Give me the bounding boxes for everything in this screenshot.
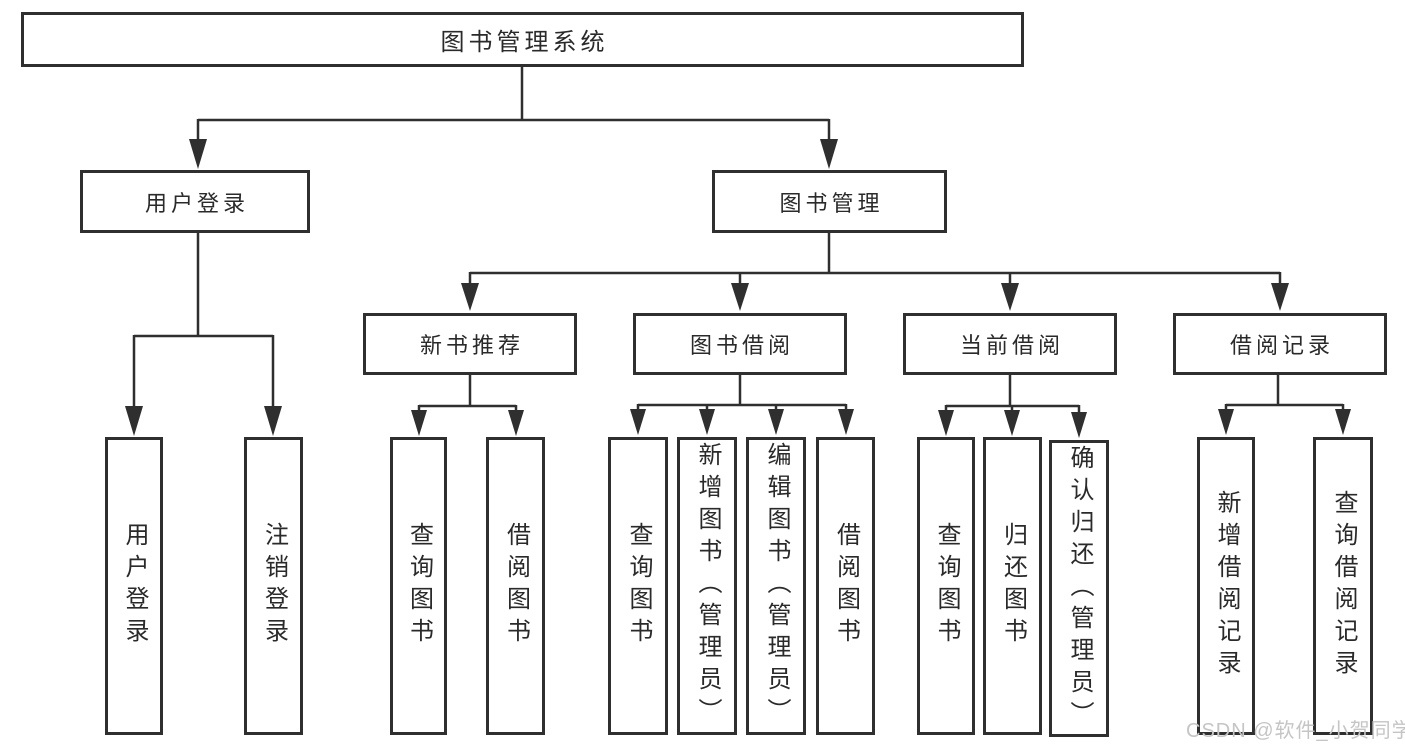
node-label: 图书管理 (779, 190, 884, 216)
leaf-label: 用户登录 (121, 522, 148, 650)
node-book-management: 图书管理 (712, 170, 947, 233)
leaf-label: 查询借阅记录 (1330, 490, 1357, 682)
leaf-borrow-books-recommend: 借阅图书 (486, 437, 545, 735)
leaf-label: 确认归还（管理员） (1066, 444, 1093, 733)
leaf-confirm-return-admin: 确认归还（管理员） (1049, 440, 1109, 737)
node-label: 图书管理系统 (440, 29, 609, 56)
leaf-user-login: 用户登录 (105, 437, 163, 735)
leaf-query-books-borrow: 查询图书 (608, 437, 668, 735)
leaf-query-borrow-record: 查询借阅记录 (1313, 437, 1373, 735)
node-label: 借阅记录 (1229, 333, 1334, 358)
leaf-label: 查询图书 (933, 522, 960, 650)
leaf-label: 借阅图书 (502, 522, 530, 650)
leaf-label: 查询图书 (625, 522, 652, 650)
node-current-borrowing: 当前借阅 (903, 313, 1117, 375)
leaf-edit-books-admin: 编辑图书（管理员） (746, 437, 806, 735)
node-label: 当前借阅 (959, 333, 1064, 358)
leaf-borrow-books: 借阅图书 (816, 437, 875, 735)
leaf-label: 新增图书（管理员） (694, 442, 721, 730)
node-borrowing-records: 借阅记录 (1173, 313, 1387, 375)
node-book-borrowing: 图书借阅 (633, 313, 847, 375)
node-label: 图书借阅 (689, 333, 794, 358)
node-label: 新书推荐 (419, 333, 524, 358)
node-library-management-system: 图书管理系统 (21, 12, 1024, 67)
leaf-query-books-current: 查询图书 (917, 437, 975, 735)
leaf-label: 查询图书 (405, 522, 433, 650)
csdn-watermark: CSDN @软件_小贺同学 (1186, 720, 1405, 742)
leaf-label: 编辑图书（管理员） (763, 442, 790, 730)
leaf-label: 归还图书 (999, 522, 1027, 650)
leaf-add-borrow-record: 新增借阅记录 (1197, 437, 1255, 735)
leaf-label: 注销登录 (260, 522, 288, 650)
leaf-add-books-admin: 新增图书（管理员） (677, 437, 737, 735)
leaf-query-books-recommend: 查询图书 (390, 437, 447, 735)
leaf-label: 借阅图书 (832, 522, 860, 650)
node-label: 用户登录 (144, 190, 249, 216)
leaf-return-books: 归还图书 (983, 437, 1042, 735)
node-user-login: 用户登录 (80, 170, 310, 233)
node-new-book-recommendation: 新书推荐 (363, 313, 577, 375)
leaf-logout: 注销登录 (244, 437, 303, 735)
leaf-label: 新增借阅记录 (1213, 490, 1240, 682)
